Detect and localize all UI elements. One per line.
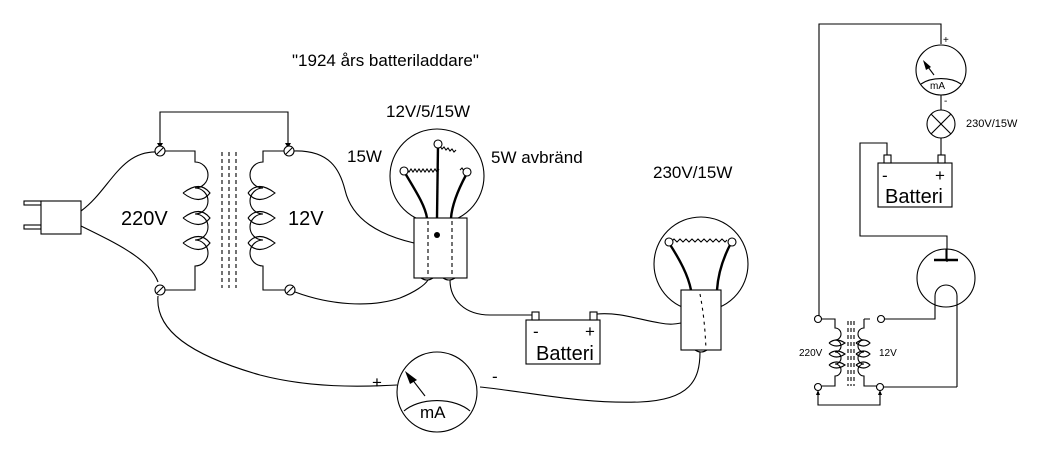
primary-voltage-label: 220V <box>121 208 168 230</box>
side-battery-minus: - <box>882 166 888 185</box>
side-lamp <box>926 109 956 139</box>
ammeter-plus: + <box>372 373 382 392</box>
filament-15w <box>404 168 440 173</box>
side-secondary-label: 12V <box>879 348 897 359</box>
side-diagram: mA + - 230V/15W - + Batteri <box>799 23 1018 406</box>
wire-lamp-to-ammeter <box>479 351 701 403</box>
side-ammeter-minus: - <box>944 96 947 107</box>
wire-side-battery-to-tube <box>859 142 948 262</box>
wire-bulb-to-battery-minus <box>449 279 535 316</box>
main-battery <box>525 311 601 365</box>
transformer-primary-coil <box>165 150 211 291</box>
wire-top-jumper <box>159 111 289 146</box>
side-battery-plus: + <box>935 166 945 185</box>
secondary-voltage-label: 12V <box>288 208 324 230</box>
filament-5w-broken <box>439 145 457 153</box>
wire-battery-plus-to-lamp <box>596 313 682 325</box>
ammeter-unit: mA <box>420 403 446 422</box>
side-ammeter-plus: + <box>943 35 949 46</box>
wire-plug-to-primary-top <box>80 151 159 212</box>
wire-side-outer <box>818 23 942 318</box>
terminal-secondary-bottom <box>284 284 296 296</box>
plug-pin-bottom <box>23 224 42 230</box>
side-battery <box>877 154 953 208</box>
terminal-secondary-top <box>283 145 295 157</box>
power-plug <box>23 200 82 235</box>
plug-pin-top <box>23 200 42 206</box>
arrow-icon <box>285 143 291 148</box>
side-transformer <box>813 304 957 406</box>
wire-primary-to-ammeter <box>157 295 398 387</box>
filament-5w-label: 5W avbränd <box>491 148 583 167</box>
arrow-icon <box>923 60 931 70</box>
large-bulb <box>653 216 749 353</box>
main-diagram: 220V 12V 12V/5/15W 15W 5W avbränd <box>23 102 749 433</box>
side-battery-label: Batteri <box>885 186 943 208</box>
side-ammeter-unit: mA <box>930 81 945 92</box>
terminal-primary-bottom <box>154 284 166 296</box>
battery-label: Batteri <box>536 343 594 365</box>
wire-plug-to-primary-bottom <box>80 225 159 283</box>
terminal-primary-top <box>154 145 166 157</box>
battery-plus-sign: + <box>585 322 595 341</box>
small-bulb-rating: 12V/5/15W <box>386 102 470 121</box>
side-primary-label: 220V <box>799 348 823 359</box>
ammeter-minus: - <box>492 367 498 386</box>
arrow-icon <box>405 371 417 384</box>
battery-minus-sign: - <box>533 322 539 341</box>
transformer-core <box>221 152 237 288</box>
diagram-title: "1924 års batteriladdare" <box>292 51 479 70</box>
wire-secondary-to-bulb <box>293 150 415 244</box>
main-ammeter <box>396 351 478 433</box>
plug-body <box>40 200 82 235</box>
transformer-secondary-coil <box>247 150 285 291</box>
small-bulb <box>389 128 485 281</box>
large-bulb-rating: 230V/15W <box>653 163 732 182</box>
rectifier-tube <box>916 248 976 387</box>
wire-secondary-bottom-to-bulb <box>294 279 429 305</box>
filament-15w-label: 15W <box>347 147 382 166</box>
side-lamp-rating: 230V/15W <box>966 118 1018 130</box>
